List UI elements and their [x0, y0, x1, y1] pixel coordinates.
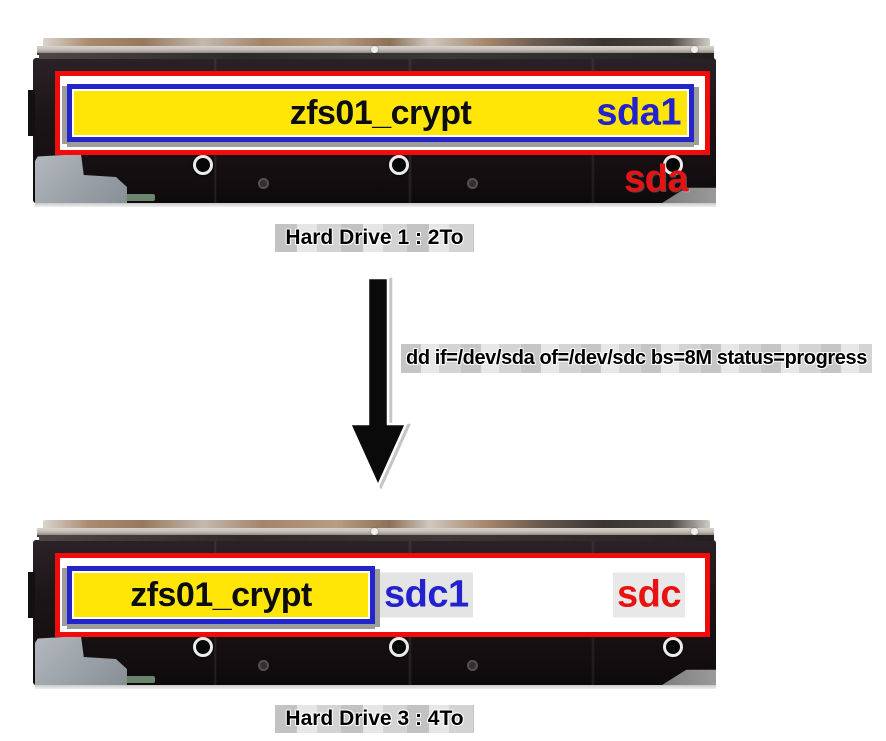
screw-hole [389, 637, 409, 657]
dd-command-text: dd if=/dev/sda of=/dev/sdc bs=8M status=… [401, 344, 872, 373]
screw-hole [193, 155, 213, 175]
partition-name-label: zfs01_crypt [130, 575, 312, 614]
screw-reflection [691, 528, 698, 535]
pcb-sliver [125, 676, 155, 683]
drive-top-edge [37, 38, 714, 59]
partition-name-label: zfs01_crypt [289, 93, 472, 132]
partition-box-sda1: zfs01_crypt sda1 [67, 84, 694, 142]
screw-reflection [371, 528, 378, 535]
surface-shadow [35, 203, 716, 207]
screw-hole [663, 637, 683, 657]
small-screw-hole [258, 660, 269, 671]
screw-hole [663, 155, 683, 175]
screw-reflection [691, 46, 698, 53]
screw-reflection [371, 46, 378, 53]
small-screw-hole [258, 178, 269, 189]
source-drive-caption: Hard Drive 1 : 2To [33, 224, 716, 252]
caption-text: Hard Drive 1 : 2To [275, 224, 474, 252]
target-drive-caption: Hard Drive 3 : 4To [33, 705, 716, 733]
drive-top-edge [37, 520, 714, 541]
screw-hole [193, 637, 213, 657]
caption-text: Hard Drive 3 : 4To [275, 705, 474, 733]
source-drive-photo: zfs01_crypt sda1 sda [28, 38, 716, 207]
target-drive-photo: zfs01_crypt sdc1 sdc [28, 520, 716, 689]
surface-shadow [35, 685, 716, 689]
pcb-sliver [125, 194, 155, 201]
partition-box-sdc1: zfs01_crypt [67, 566, 375, 624]
rail-shadow [39, 535, 714, 541]
disk-outline-sdc: zfs01_crypt sdc1 sdc [55, 553, 710, 637]
small-screw-hole [467, 178, 478, 189]
drive-side-tab [28, 572, 35, 618]
drive-side-tab [28, 90, 35, 136]
disk-outline-sda: zfs01_crypt sda1 [55, 71, 710, 155]
platter-edge [43, 520, 710, 529]
partition-device-label: sdc1 [380, 572, 473, 618]
device-label-sdc: sdc [613, 572, 685, 618]
down-arrow-icon [346, 276, 410, 490]
platter-edge [43, 38, 710, 47]
rail-shadow [39, 53, 714, 59]
device-label-sda: sda [624, 158, 688, 200]
partition-device-label: sda1 [596, 91, 681, 134]
screw-hole [389, 155, 409, 175]
small-screw-hole [467, 660, 478, 671]
